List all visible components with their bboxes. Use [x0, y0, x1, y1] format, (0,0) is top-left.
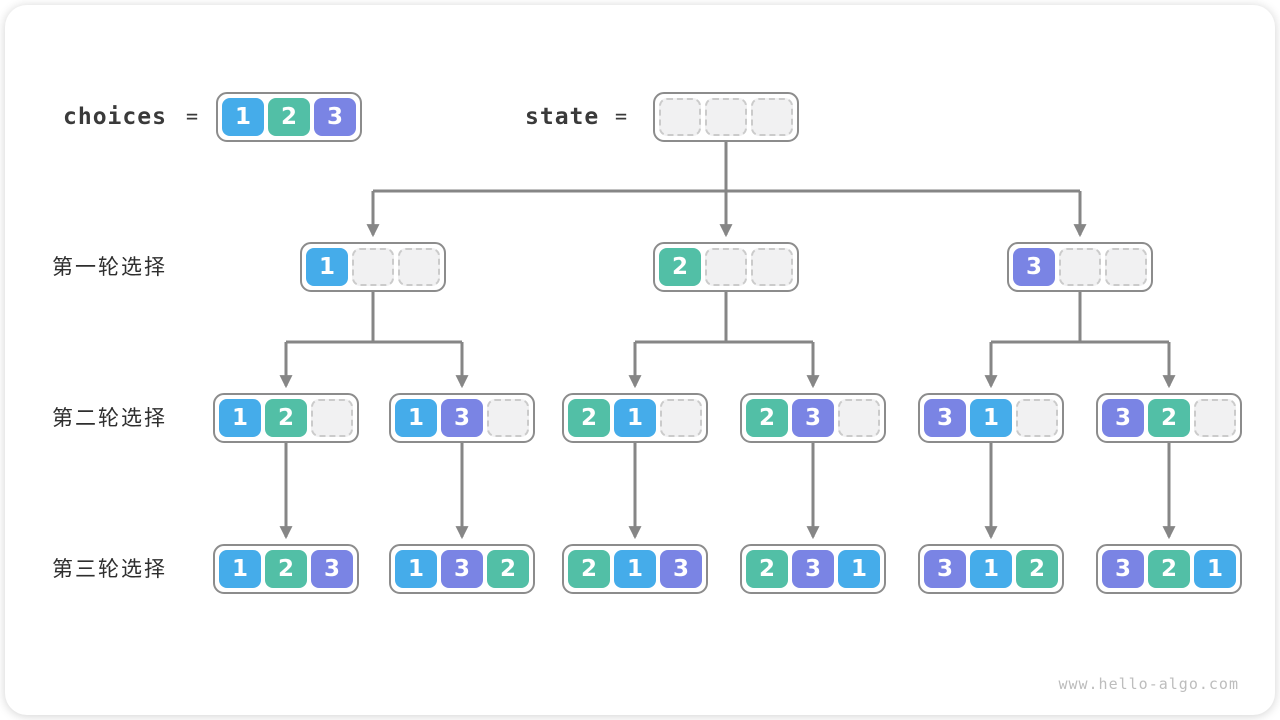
choice-cell: 1: [222, 98, 264, 136]
figure-card: choices = 1 2 3 state = 第一轮选择 第二轮选择 第三轮选…: [5, 5, 1275, 715]
round2-node-21: 2 1: [562, 393, 708, 443]
state-cell: 2: [568, 399, 610, 437]
state-cell: 2: [265, 550, 307, 588]
state-cell: 2: [1148, 399, 1190, 437]
state-cell: 3: [660, 550, 702, 588]
state-cell: 1: [614, 399, 656, 437]
state-cell: 3: [792, 399, 834, 437]
state-cell: 3: [441, 399, 483, 437]
round1-node-1: 1: [300, 242, 446, 292]
round3-node-231: 2 3 1: [740, 544, 886, 594]
round3-node-123: 1 2 3: [213, 544, 359, 594]
state-cell: [352, 248, 394, 286]
round2-node-31: 3 1: [918, 393, 1064, 443]
state-cell: 2: [659, 248, 701, 286]
figure-canvas: choices = 1 2 3 state = 第一轮选择 第二轮选择 第三轮选…: [5, 5, 1275, 715]
state-cell: 2: [265, 399, 307, 437]
round2-node-12: 1 2: [213, 393, 359, 443]
state-cell: [660, 399, 702, 437]
state-cell: [705, 248, 747, 286]
choice-cell: 3: [314, 98, 356, 136]
state-cell: 1: [306, 248, 348, 286]
round-1-label: 第一轮选择: [52, 255, 167, 279]
tree-connectors: [279, 142, 1176, 540]
round3-node-132: 1 3 2: [389, 544, 535, 594]
state-box: [653, 92, 799, 142]
round1-node-3: 3: [1007, 242, 1153, 292]
round3-node-321: 3 2 1: [1096, 544, 1242, 594]
state-cell: 1: [395, 550, 437, 588]
state-cell: 1: [614, 550, 656, 588]
round2-node-23: 2 3: [740, 393, 886, 443]
state-cell: [1194, 399, 1236, 437]
state-cell: 2: [1148, 550, 1190, 588]
state-cell: [751, 248, 793, 286]
state-cell: [487, 399, 529, 437]
state-cell: 2: [1016, 550, 1058, 588]
state-cell: 3: [1102, 399, 1144, 437]
round1-node-2: 2: [653, 242, 799, 292]
state-label: state: [525, 104, 600, 130]
state-cell: [751, 98, 793, 136]
state-cell: 2: [746, 399, 788, 437]
state-cell: 3: [1102, 550, 1144, 588]
round3-node-213: 2 1 3: [562, 544, 708, 594]
state-cell: [659, 98, 701, 136]
state-cell: 3: [924, 550, 966, 588]
state-cell: 1: [1194, 550, 1236, 588]
round-3-label: 第三轮选择: [52, 557, 167, 581]
state-cell: 1: [219, 399, 261, 437]
choices-label: choices: [63, 104, 167, 130]
watermark: www.hello-algo.com: [1058, 675, 1239, 693]
state-cell: 3: [311, 550, 353, 588]
state-cell: 2: [568, 550, 610, 588]
choices-box: 1 2 3: [216, 92, 362, 142]
round3-node-312: 3 1 2: [918, 544, 1064, 594]
state-cell: 1: [838, 550, 880, 588]
state-equals: =: [615, 104, 628, 128]
state-cell: [838, 399, 880, 437]
choices-equals: =: [186, 104, 199, 128]
round2-node-32: 3 2: [1096, 393, 1242, 443]
state-cell: 3: [792, 550, 834, 588]
state-cell: 3: [441, 550, 483, 588]
state-cell: [1059, 248, 1101, 286]
state-cell: 1: [219, 550, 261, 588]
state-cell: [398, 248, 440, 286]
state-cell: 1: [395, 399, 437, 437]
round-2-label: 第二轮选择: [52, 406, 167, 430]
state-cell: 3: [924, 399, 966, 437]
state-cell: 2: [487, 550, 529, 588]
round2-node-13: 1 3: [389, 393, 535, 443]
state-cell: [705, 98, 747, 136]
state-cell: [1105, 248, 1147, 286]
choice-cell: 2: [268, 98, 310, 136]
state-cell: [311, 399, 353, 437]
state-cell: [1016, 399, 1058, 437]
state-cell: 3: [1013, 248, 1055, 286]
state-cell: 1: [970, 550, 1012, 588]
state-cell: 1: [970, 399, 1012, 437]
state-cell: 2: [746, 550, 788, 588]
